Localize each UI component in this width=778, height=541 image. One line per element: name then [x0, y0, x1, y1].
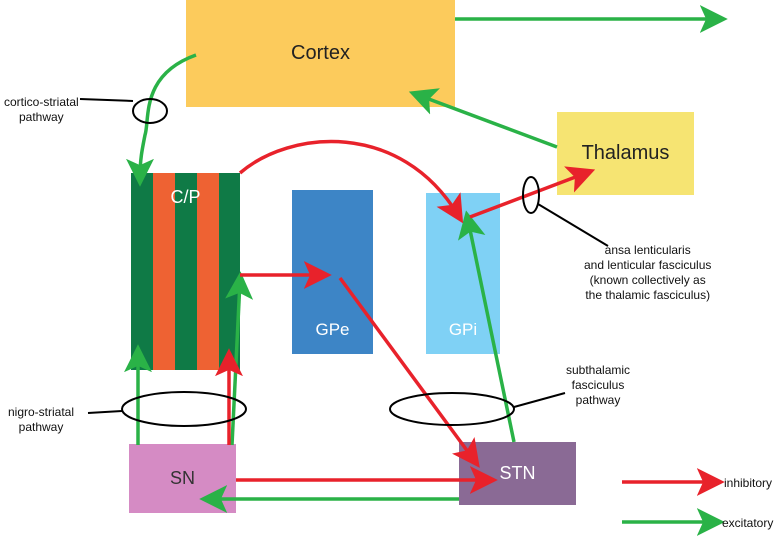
- cortico-striatal-arrow: [126, 53, 197, 187]
- subthalamic-label: subthalamic fasciculus pathway: [566, 363, 630, 408]
- ansa-ellipse: [522, 176, 540, 214]
- label-line: the thalamic fasciculus): [585, 288, 711, 302]
- label-line: pathway: [575, 393, 621, 407]
- nigro-striatal-leader: [87, 410, 123, 414]
- stn-to-gpi-arrow: [457, 210, 516, 443]
- label-line: fasciculus: [571, 378, 625, 392]
- ansa-leader: [537, 203, 609, 247]
- legend-inhibitory-label: inhibitory: [724, 476, 773, 490]
- caudate-putamen-node: C/P: [131, 173, 240, 370]
- stn-label: STN: [499, 463, 536, 483]
- cortex-node: Cortex: [186, 0, 455, 107]
- label-line: cortico-striatal: [4, 95, 79, 109]
- sn-label: SN: [169, 468, 195, 488]
- legend-excitatory-label: excitatory: [722, 516, 774, 530]
- thalamus-to-cortex-arrow: [408, 88, 558, 149]
- subthalamic-ellipse: [389, 392, 515, 426]
- label-line: nigro-striatal: [8, 405, 75, 419]
- caudate-putamen-label: C/P: [170, 187, 201, 207]
- gpe-to-stn-arrow: [338, 276, 480, 468]
- label-line: pathway: [18, 420, 64, 434]
- ansa-lenticularis-label: ansa lenticularis and lenticular fascicu…: [584, 243, 711, 303]
- thalamus-label: Thalamus: [581, 142, 670, 164]
- cortico-striatal-leader: [79, 98, 134, 102]
- gpi-label: GPi: [448, 320, 478, 339]
- cortex-label: Cortex: [291, 42, 350, 64]
- subthalamic-leader: [513, 392, 566, 408]
- label-line: (known collectively as: [589, 273, 706, 287]
- cp-to-gpi-arrow: [238, 139, 464, 224]
- label-line: pathway: [18, 110, 64, 124]
- gpi-to-thalamus-arrow: [469, 166, 596, 219]
- label-line: subthalamic: [566, 363, 631, 377]
- cortico-striatal-label: cortico-striatal pathway: [4, 95, 79, 125]
- nigro-striatal-label: nigro-striatal pathway: [8, 405, 74, 435]
- nigro-striatal-ellipse: [121, 391, 247, 427]
- label-line: and lenticular fasciculus: [584, 258, 712, 272]
- gpe-label: GPe: [315, 320, 350, 339]
- label-line: ansa lenticularis: [604, 243, 691, 257]
- cortico-striatal-ellipse: [132, 98, 168, 124]
